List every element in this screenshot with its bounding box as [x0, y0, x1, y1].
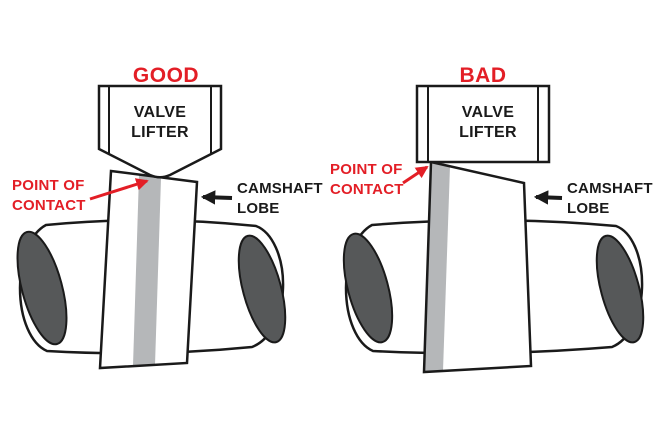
- bad-lifter-label-line1: VALVE: [462, 104, 514, 121]
- bad-cam-lobe-outline: [422, 160, 533, 374]
- good-cam-lobe-outline: [98, 169, 199, 370]
- bad-point-of-contact-arrow: [402, 165, 429, 185]
- good-diagram: GOOD VALVE LIFTER POINT OF CONTACT CAMSH…: [12, 64, 323, 370]
- good-camshaft-lobe-arrow: [200, 190, 233, 205]
- good-point-of-contact-label-line1: POINT OF: [12, 177, 84, 194]
- good-title: GOOD: [133, 64, 199, 87]
- good-camshaft-lobe-label-line1: CAMSHAFT: [237, 180, 323, 197]
- bad-camshaft-end-left: [342, 232, 394, 344]
- bad-cam-lobe: [424, 162, 531, 372]
- bad-point-of-contact-label-line1: POINT OF: [330, 161, 402, 178]
- bad-camshaft-lobe-arrow: [533, 190, 563, 205]
- good-valve-lifter: [97, 84, 223, 179]
- bad-point-of-contact-label-line2: CONTACT: [330, 181, 404, 198]
- bad-title: BAD: [460, 64, 507, 87]
- bad-lifter-label-line2: LIFTER: [459, 124, 517, 141]
- good-lobe-contact-stripe: [133, 175, 161, 366]
- bad-camshaft-end-right: [595, 234, 645, 344]
- good-lifter-label-line2: LIFTER: [131, 124, 189, 141]
- bad-camshaft-lobe-label-line2: LOBE: [567, 200, 609, 217]
- good-camshaft-end-left: [16, 230, 68, 346]
- bad-diagram: BAD VALVE LIFTER POINT OF CONTACT CAMSHA…: [330, 64, 653, 374]
- good-point-of-contact-label-line2: CONTACT: [12, 197, 86, 214]
- good-camshaft-lobe-label-line2: LOBE: [237, 200, 279, 217]
- good-lifter-label-line1: VALVE: [134, 104, 186, 121]
- bad-camshaft-lobe-label-line1: CAMSHAFT: [567, 180, 653, 197]
- good-point-of-contact-arrow: [89, 178, 149, 201]
- good-camshaft-end-right: [237, 234, 287, 344]
- bad-valve-lifter: [415, 84, 551, 164]
